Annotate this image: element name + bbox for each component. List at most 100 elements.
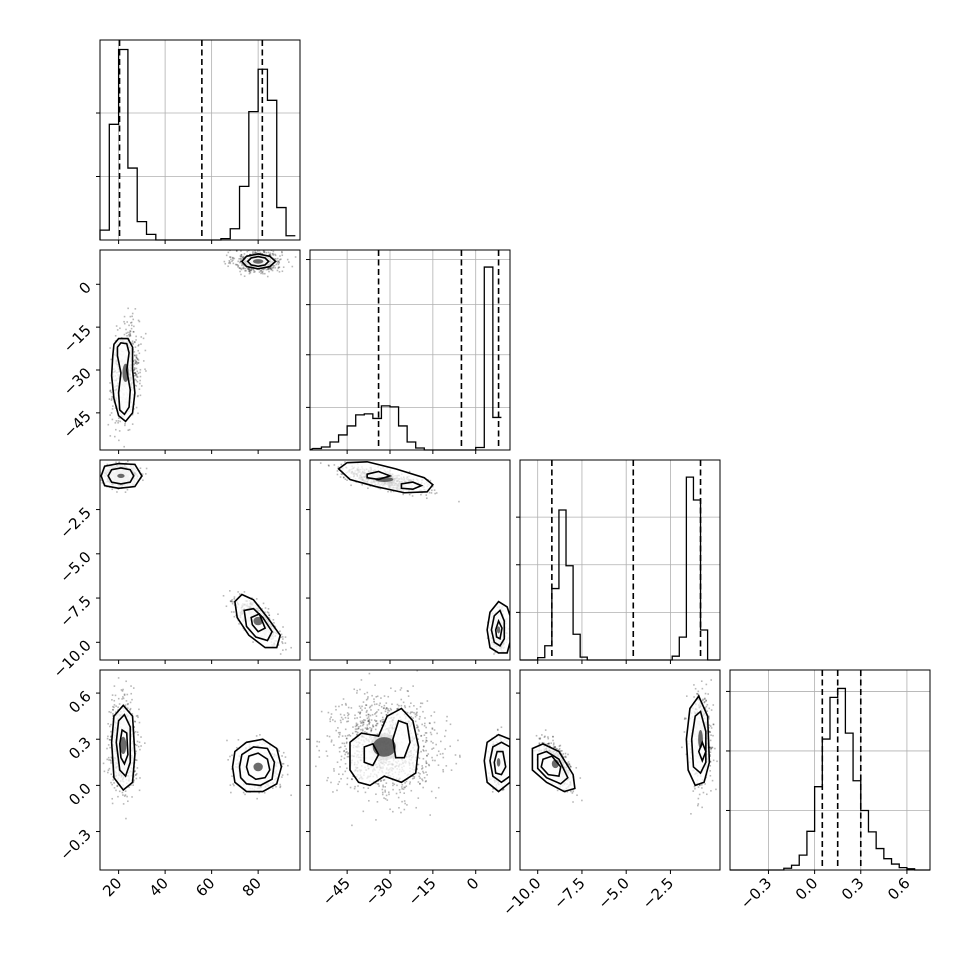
sample-point [110,762,112,764]
sample-point [261,270,264,273]
sample-point [268,614,270,617]
sample-point [125,700,128,702]
sample-point [130,322,132,324]
sample-point [268,270,270,273]
sample-point [272,266,275,269]
sample-point [261,253,263,255]
sample-point [112,705,114,708]
sample-point [272,254,275,256]
sample-point [135,367,138,370]
sample-point [111,802,114,805]
sample-point [106,463,109,466]
sample-point [135,759,138,762]
sample-point [230,768,233,770]
sample-point [255,735,258,737]
sample-point [140,343,142,345]
sample-point [117,709,119,712]
sample-point [231,600,234,603]
sample-point [107,722,109,725]
sample-point [233,597,236,600]
sample-point [408,470,411,473]
sample-point [137,734,139,736]
density-peak [252,259,264,264]
sample-point [123,333,126,336]
sample-point [336,473,339,476]
sample-point [284,636,287,638]
sample-point [238,258,241,260]
sample-point [240,258,242,261]
sample-point [134,720,137,723]
sample-point [287,764,289,767]
sample-point [134,759,137,761]
sample-point [239,267,242,270]
sample-point [273,258,276,260]
sample-point [279,630,281,633]
sample-point [258,250,261,252]
sample-point [115,461,117,464]
sample-point [229,261,231,263]
sample-point [233,615,236,618]
sample-point [109,389,112,392]
sample-point [117,706,119,709]
sample-point [264,607,267,609]
sample-point [135,339,137,341]
sample-point [249,269,251,271]
x-tick-label: 0.3 [838,874,868,904]
sample-point [264,272,266,275]
sample-point [137,319,140,322]
sample-point [262,602,265,605]
sample-point [279,255,281,257]
sample-point [135,379,138,382]
sample-point [281,251,283,254]
sample-point [243,629,246,631]
sample-point [133,408,135,410]
sample-point [108,739,111,741]
sample-point [113,704,116,706]
sample-point [261,268,263,270]
sample-point [107,423,110,426]
panel-frame [309,459,511,661]
sample-point [271,269,274,272]
sample-point [120,689,123,691]
sample-point [118,439,120,442]
sample-point [239,257,242,260]
sample-point [134,359,136,361]
sample-point [127,429,130,432]
sample-point [114,340,117,342]
sample-point [390,490,392,493]
sample-point [139,379,141,382]
sample-point [124,424,126,427]
sample-point [263,250,266,253]
contour-line [400,481,424,491]
sample-point [140,336,143,338]
sample-point [136,740,139,743]
sample-point [241,248,243,250]
sample-point [142,337,145,340]
sample-point [263,251,265,254]
sample-point [125,817,127,820]
contour-line [107,467,135,485]
sample-point [232,262,235,265]
contour-line [486,600,510,654]
sample-point [144,349,147,352]
sample-point [126,795,128,798]
sample-point [259,252,262,254]
sample-point [130,324,133,327]
density-peak [117,473,125,479]
panel-content [107,248,297,448]
sample-point [282,638,284,640]
sample-point [248,250,250,252]
sample-point [107,769,110,772]
sample-point [234,263,237,266]
sample-point [112,715,114,717]
sample-point [224,262,227,265]
sample-point [113,782,115,784]
sample-point [267,251,270,254]
sample-point [126,693,129,696]
sample-point [240,268,243,271]
sample-point [253,269,255,272]
sample-point [133,341,136,344]
sample-point [267,612,270,614]
sample-point [288,261,290,263]
sample-point [237,260,239,263]
